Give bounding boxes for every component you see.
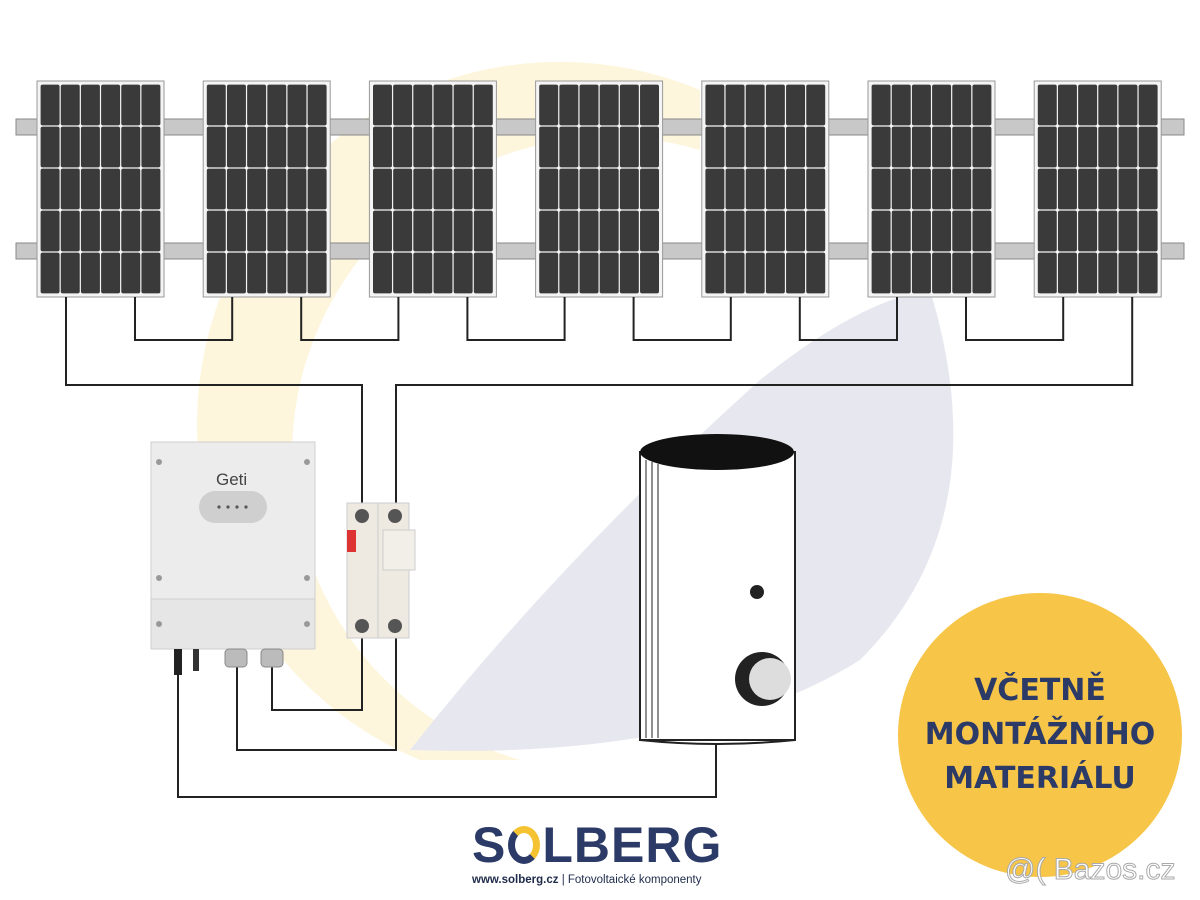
water-heater-tank <box>639 434 796 745</box>
cable-gland <box>224 648 248 668</box>
bazos-watermark: @( Bazos.cz <box>1005 853 1176 887</box>
dc-cable <box>236 638 397 751</box>
solar-panel <box>368 80 497 298</box>
logo-sun-o-icon <box>508 826 541 864</box>
badge-line-2: MONTÁŽNÍHO <box>924 717 1156 752</box>
thermostat-port <box>750 585 764 599</box>
dc-cable <box>271 638 363 711</box>
mc4-connector <box>193 649 199 671</box>
dc-cable <box>134 297 234 341</box>
inverter-brand-label: Geti <box>216 470 248 489</box>
fuse-disconnector <box>346 502 416 639</box>
solar-panel <box>535 80 664 298</box>
mc4-connector <box>174 649 182 675</box>
dc-cable <box>798 297 898 341</box>
solar-panel <box>867 80 996 298</box>
dc-cable <box>632 297 732 341</box>
dc-cable <box>300 297 400 341</box>
logo-separator: | <box>561 874 565 886</box>
cable-gland <box>260 648 284 668</box>
inverter <box>150 441 316 675</box>
logo-tagline: Fotovoltaické komponenty <box>567 874 702 886</box>
solar-panel <box>1033 80 1162 298</box>
logo-name-rest: LBERG <box>542 817 723 873</box>
solar-panel <box>202 80 331 298</box>
dc-cable <box>466 297 566 341</box>
dc-cable <box>395 297 1134 503</box>
badge-line-1: VČETNĚ <box>974 673 1106 708</box>
inverter-status-panel <box>199 491 267 523</box>
dc-cable <box>177 675 717 798</box>
logo-url: www.solberg.cz <box>472 874 559 886</box>
solar-panel <box>701 80 830 298</box>
dc-cable <box>965 297 1065 341</box>
logo-letter-s: S <box>472 817 507 873</box>
badge-line-3: MATERIÁLU <box>944 761 1136 796</box>
dc-cable <box>65 297 363 503</box>
solberg-logo: S LBERG www.solberg.cz | Fotovoltaické ko… <box>472 818 722 886</box>
solar-panel <box>36 80 165 298</box>
mounting-material-badge: VČETNĚ MONTÁŽNÍHO MATERIÁLU <box>898 593 1182 877</box>
